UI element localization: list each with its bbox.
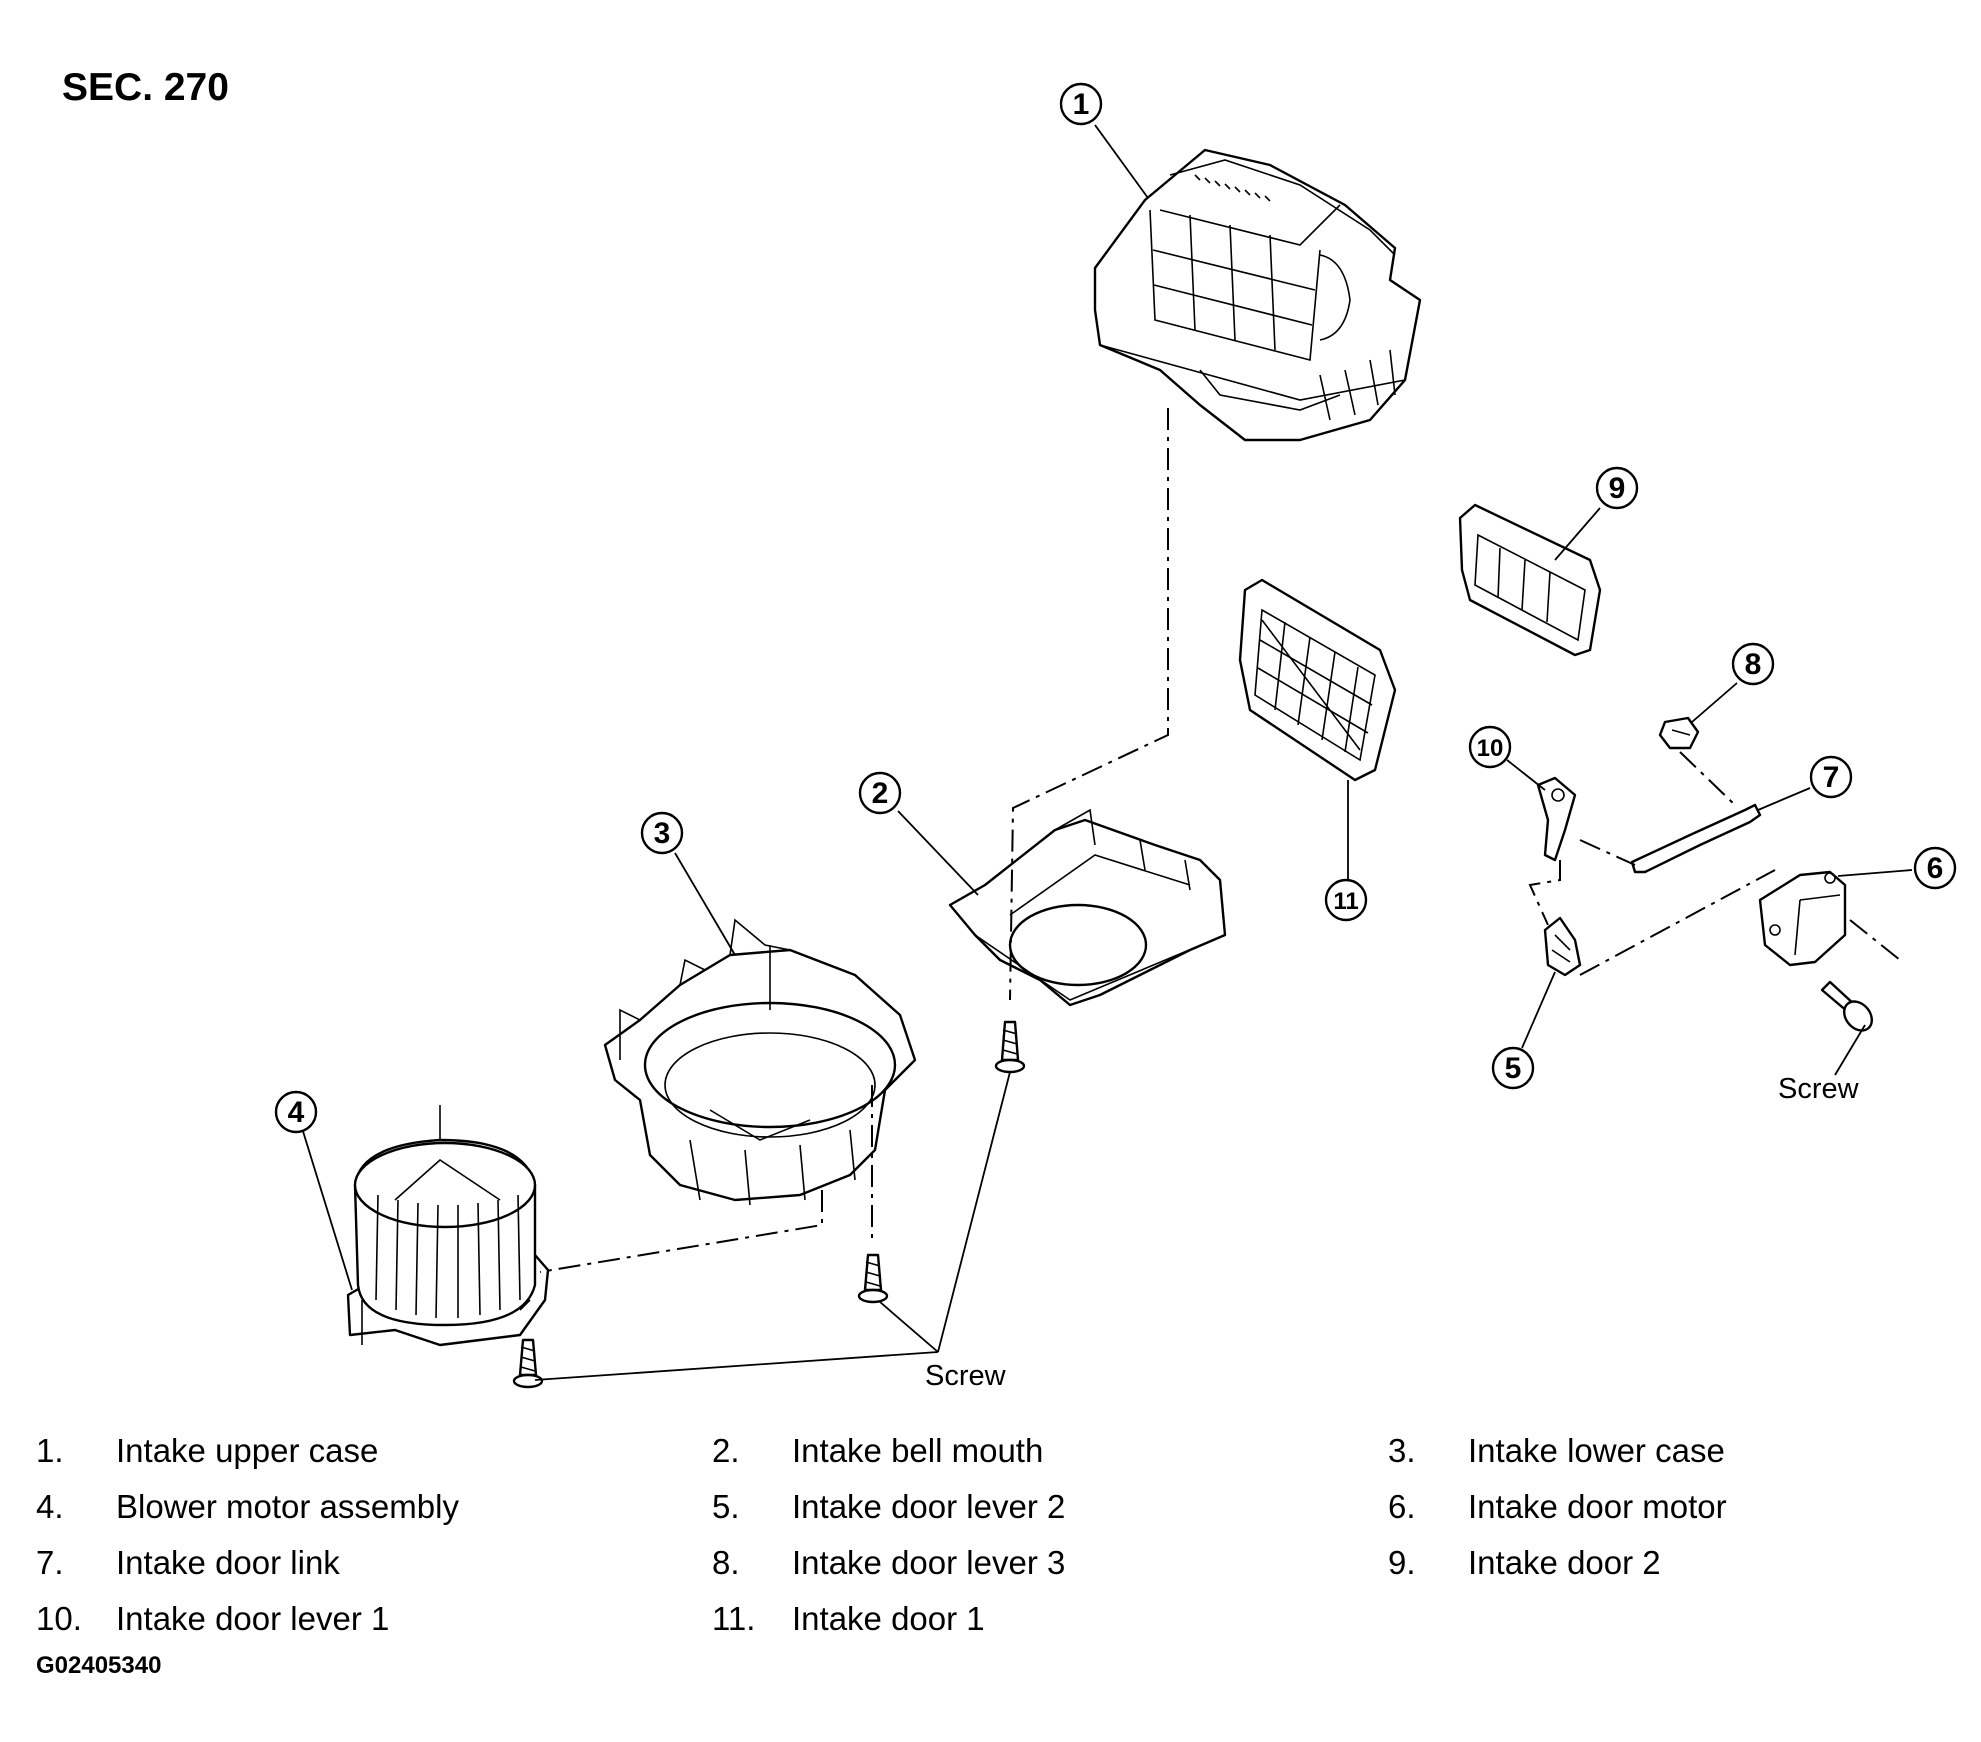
intake-door-link-drawing: [1630, 803, 1762, 874]
intake-lower-case-drawing: [603, 918, 917, 1206]
intake-door-lever-2-drawing: [1543, 916, 1582, 977]
blower-motor-assembly-drawing: [346, 1105, 550, 1347]
callout-markers: 1 2 3 4 5 6 7 8: [274, 82, 1957, 1134]
intake-door-1-drawing: [1238, 578, 1397, 782]
section-title: SEC. 270: [62, 66, 229, 109]
svg-text:2: 2: [872, 777, 889, 810]
intake-door-lever-3-drawing: [1658, 716, 1700, 750]
intake-upper-case-drawing: [1093, 148, 1422, 442]
svg-text:3: 3: [654, 817, 671, 850]
callout-6: 6: [1913, 846, 1957, 890]
callout-11: 11: [1324, 878, 1368, 922]
screw-label-lower: Screw: [925, 1360, 1007, 1392]
svg-text:4: 4: [288, 1096, 305, 1129]
svg-text:9: 9: [1609, 472, 1626, 505]
intake-door-lever-1-drawing: [1536, 776, 1577, 862]
screw-lower-case: [857, 1253, 889, 1304]
screw-drawings: [512, 980, 1873, 1389]
svg-text:6: 6: [1927, 852, 1944, 885]
svg-text:5: 5: [1505, 1052, 1522, 1085]
installation-lines: [539, 408, 1901, 1273]
callout-8: 8: [1731, 642, 1775, 686]
intake-door-motor-drawing: [1758, 870, 1847, 967]
callout-10: 10: [1468, 725, 1512, 769]
callout-3: 3: [640, 811, 684, 855]
screw-label-right: Screw: [1778, 1073, 1860, 1105]
intake-bell-mouth-drawing: [948, 808, 1227, 1007]
callout-1: 1: [1059, 82, 1103, 126]
callout-4: 4: [274, 1090, 318, 1134]
callout-7: 7: [1809, 755, 1853, 799]
svg-text:10: 10: [1477, 735, 1504, 762]
intake-door-2-drawing: [1458, 503, 1602, 657]
screw-bell-mouth: [994, 1020, 1026, 1074]
callout-5: 5: [1491, 1046, 1535, 1090]
screw-motor: [1820, 980, 1873, 1032]
screw-blower: [512, 1338, 544, 1389]
svg-text:1: 1: [1073, 88, 1090, 121]
callout-9: 9: [1595, 466, 1639, 510]
svg-text:7: 7: [1823, 761, 1840, 794]
callout-leaders: [301, 124, 1913, 1291]
screw-leader-lines: [534, 1024, 1866, 1381]
svg-text:11: 11: [1333, 888, 1358, 915]
figure-id: G02405340: [36, 1652, 162, 1679]
svg-text:8: 8: [1745, 648, 1762, 681]
callout-2: 2: [858, 771, 902, 815]
